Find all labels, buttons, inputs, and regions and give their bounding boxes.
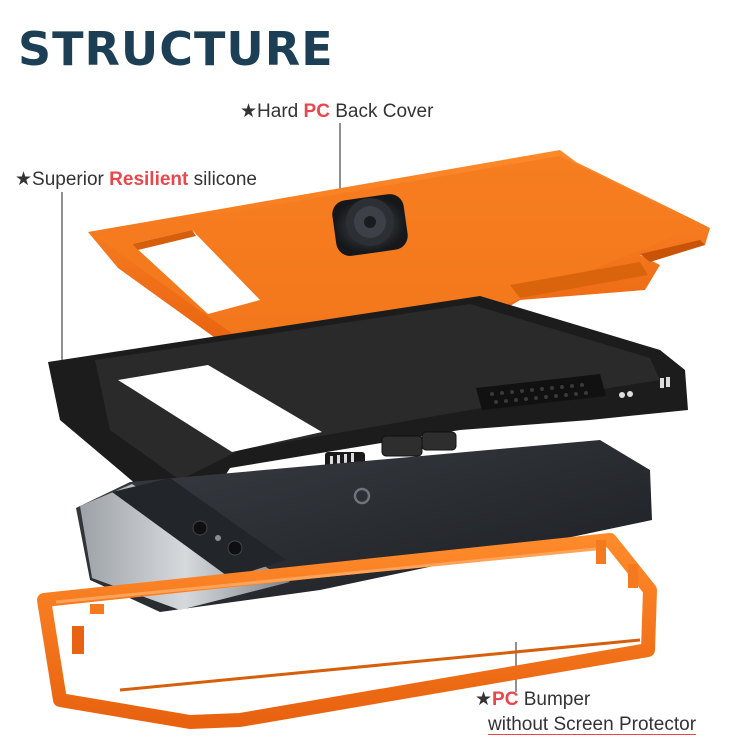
camera-lens-icon <box>227 540 243 556</box>
brand-logo-icon <box>353 487 371 505</box>
callout-resilient-silicone: ★Superior Resilient silicone <box>15 168 257 191</box>
pc-bumper <box>37 533 657 729</box>
callout-bumper-subtitle: without Screen Protector <box>488 714 697 735</box>
star-icon: ★ <box>240 101 258 122</box>
star-icon: ★ <box>475 689 493 710</box>
callout-highlight: Resilient <box>109 169 189 190</box>
callout-text: silicone <box>188 169 258 190</box>
star-icon: ★ <box>15 169 33 190</box>
page-title: STRUCTURE <box>18 22 334 76</box>
leader-line-silicone <box>61 192 100 373</box>
callout-text: Superior <box>32 169 110 190</box>
silicone-case <box>48 296 688 500</box>
callout-highlight: PC <box>492 689 519 710</box>
pc-back-cover <box>88 150 710 352</box>
callout-pc-bumper: ★PC Bumper <box>475 688 590 711</box>
volume-button <box>381 435 423 457</box>
callout-text: Hard <box>257 101 304 122</box>
flash-icon <box>215 535 221 541</box>
power-button <box>421 431 457 451</box>
callout-highlight: PC <box>303 101 330 122</box>
camera-lens-icon <box>192 520 208 536</box>
callout-text: Bumper <box>518 689 591 710</box>
callout-text: Back Cover <box>329 101 434 122</box>
callout-hard-pc-back-cover: ★Hard PC Back Cover <box>240 100 433 123</box>
